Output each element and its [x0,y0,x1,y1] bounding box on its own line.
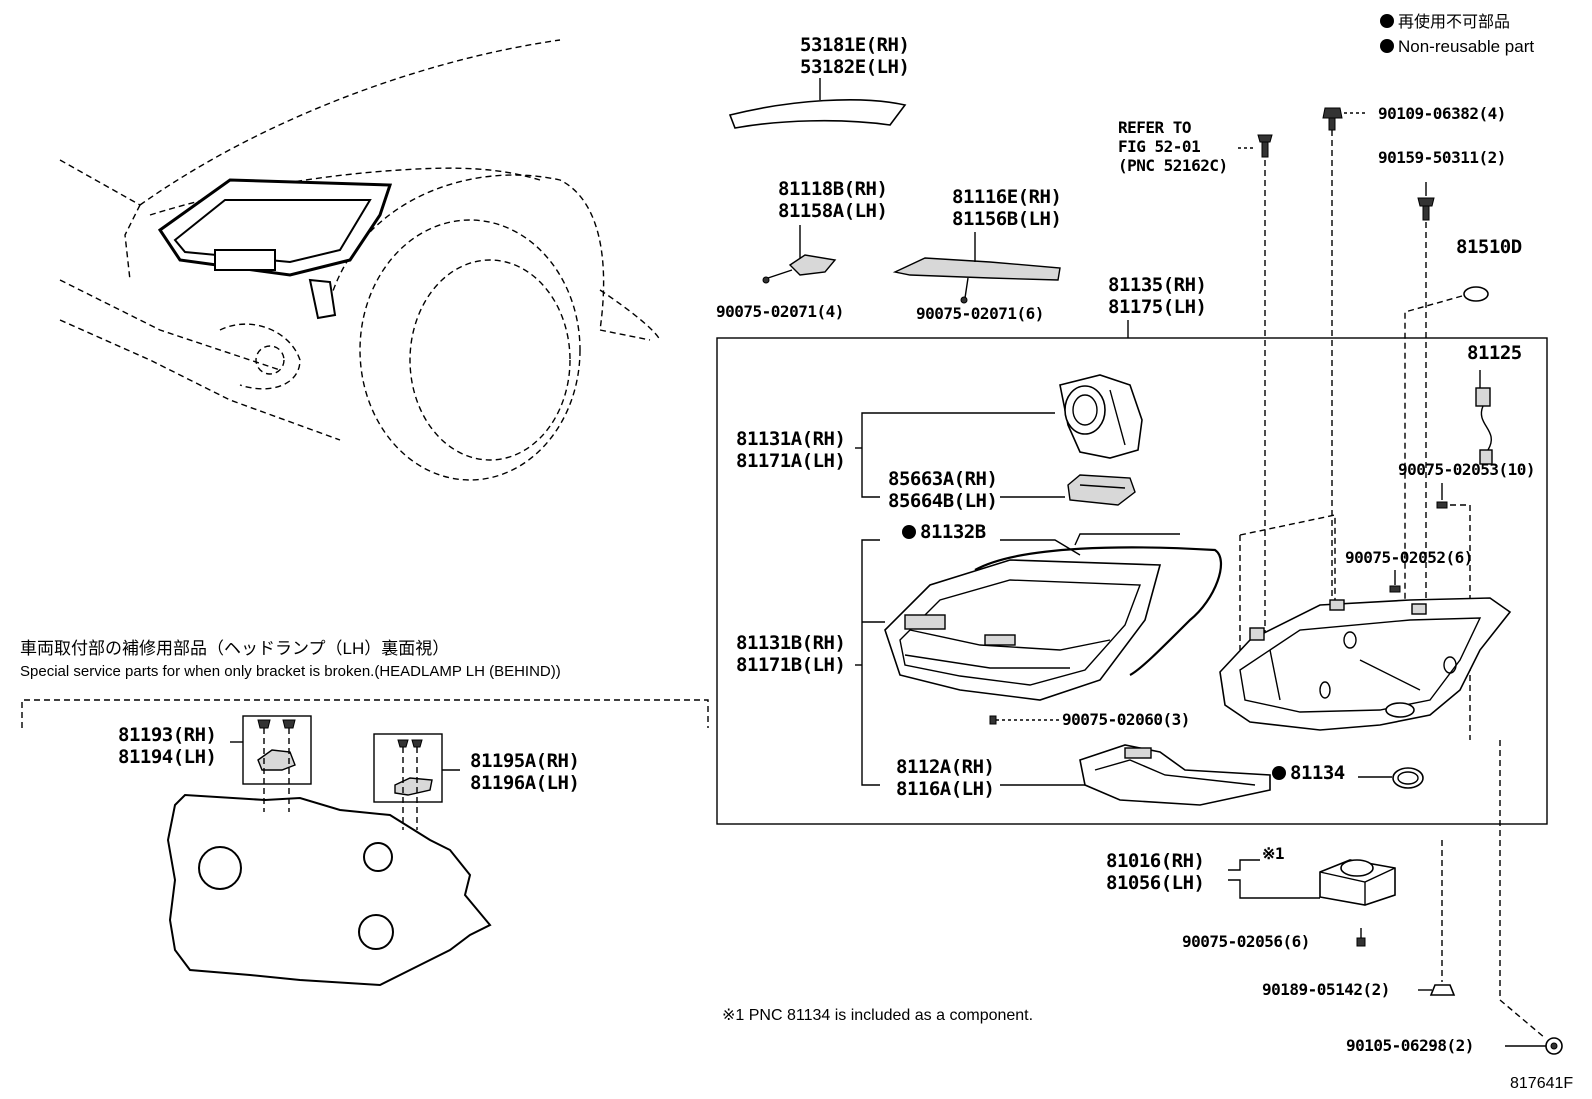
special-frame [21,699,709,728]
label-81193: 81193(RH) [118,724,217,746]
assembly-box [716,337,1548,825]
label-81125: 81125 [1467,342,1522,364]
screw-90075-02052 [1389,570,1401,593]
special-parts-title-en: Special service parts for when only brac… [20,663,561,680]
o-ring-81134 [1392,767,1424,789]
label-81056: 81056(LH) [1106,872,1205,894]
label-81194: 81194(LH) [118,746,217,768]
bracket-81116 [892,232,1061,304]
label-90109-06382: 90109-06382(4) [1378,104,1506,123]
label-53182: 53182E(LH) [800,56,910,78]
legend-en: Non-reusable part [1380,38,1534,55]
clip-90159 [1417,182,1435,600]
label-81156: 81156B(LH) [952,208,1062,230]
nut-90189 [1418,840,1456,996]
bracket-81195 [373,733,460,830]
label-refer-1: REFER TO [1118,118,1192,137]
label-81016: 81016(RH) [1106,850,1205,872]
label-refer-2: FIG 52-01 [1118,137,1201,156]
label-81510: 81510D [1456,236,1522,258]
gasket-81132b [974,546,1223,676]
bracket-81118 [762,225,837,284]
label-81135: 81135(RH) [1108,274,1207,296]
non-reusable-dot-icon [1272,766,1286,780]
label-81171a: 81171A(LH) [736,450,846,472]
screw-90075-02060 [989,715,1062,725]
non-reusable-dot-icon [1380,39,1394,53]
car-front-sketch [59,39,661,481]
ballast-81016 [1319,859,1396,906]
label-81132b: 81132B [902,523,986,542]
projector-81131a [1059,374,1143,459]
label-8116a: 8116A(LH) [896,778,995,800]
label-53181: 53181E(RH) [800,34,910,56]
screw-refer [1238,134,1273,640]
label-81158: 81158A(LH) [778,200,888,222]
cap-81510 [1404,286,1489,600]
back-of-headlamp [166,793,492,987]
bracket-81193 [230,715,312,812]
label-81131a: 81131A(RH) [736,428,846,450]
headlamp-unit-81131b [884,559,1162,701]
label-81195a: 81195A(RH) [470,750,580,772]
label-90075-02060: 90075-02060(3) [1062,710,1190,729]
label-refer-3: (PNC 52162C) [1118,156,1228,175]
label-81134: 81134 [1272,764,1345,783]
cover-53181 [728,78,907,129]
non-reusable-dot-icon [902,525,916,539]
label-90189-05142: 90189-05142(2) [1262,980,1390,999]
label-90159-50311: 90159-50311(2) [1378,148,1506,167]
bolt-90109 [1322,107,1365,600]
special-parts-title-jp: 車両取付部の補修用部品（ヘッドランプ（LH）裏面視） [20,639,450,658]
legend-jp: 再使用不可部品 [1380,14,1510,31]
label-81118: 81118B(RH) [778,178,888,200]
label-90075-02056: 90075-02056(6) [1182,932,1310,951]
label-81196a: 81196A(LH) [470,772,580,794]
non-reusable-dot-icon [1380,14,1394,28]
label-8112a: 8112A(RH) [896,756,995,778]
bolt-90105 [1499,740,1563,1055]
label-81171b: 81171B(LH) [736,654,846,676]
label-90075-02071-b: 90075-02071(6) [916,304,1044,323]
figure-code: 817641F [1510,1075,1574,1092]
drl-8112a [1079,744,1271,806]
ballast-85663 [1067,474,1136,506]
screw-90075-02056 [1356,928,1366,947]
label-81131b: 81131B(RH) [736,632,846,654]
sensor-81125 [1475,370,1493,465]
footnote: ※1 PNC 81134 is included as a component. [722,1007,1034,1024]
label-90075-02071-a: 90075-02071(4) [716,302,844,321]
label-81175: 81175(LH) [1108,296,1207,318]
housing [1219,597,1512,731]
screw-90075-02053 [1436,483,1471,740]
label-ref1-mark: ※1 [1262,844,1285,863]
label-85664: 85664B(LH) [888,490,998,512]
label-90105-06298: 90105-06298(2) [1346,1036,1474,1055]
label-90075-02052: 90075-02052(6) [1345,548,1473,567]
label-85663: 85663A(RH) [888,468,998,490]
label-90075-02053: 90075-02053(10) [1398,460,1536,479]
label-81116: 81116E(RH) [952,186,1062,208]
